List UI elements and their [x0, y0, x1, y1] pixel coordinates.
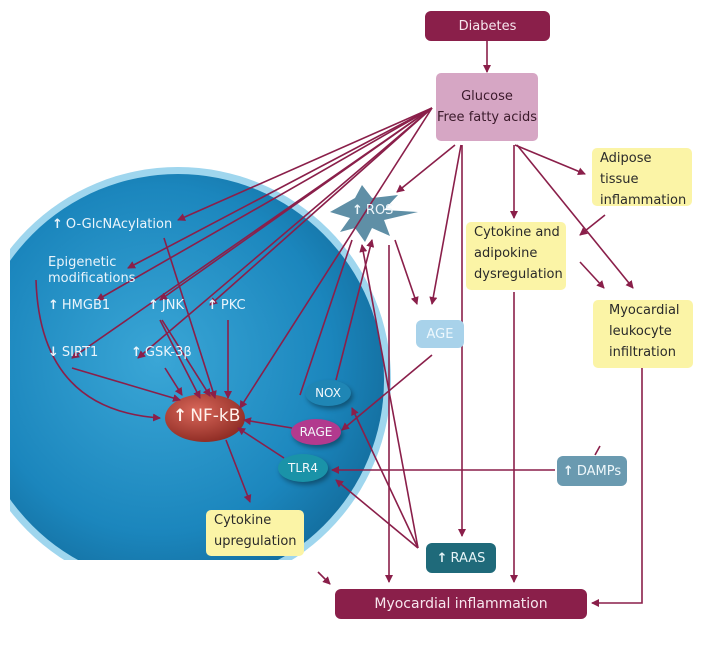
arrow-adipose-cytokine — [579, 214, 606, 236]
arrow-glucose-age — [429, 144, 462, 305]
arrow-rage-nfkb — [243, 417, 293, 429]
arrow-tlr4-nfkb — [237, 427, 285, 459]
sirt1-label: ↓SIRT1 — [48, 345, 99, 360]
increase-icon: ↑ — [173, 406, 188, 426]
age-label: AGE — [426, 326, 454, 342]
arrow-raas-ros — [359, 244, 419, 549]
glucose-ffa-box: Glucose Free fatty acids — [436, 73, 538, 141]
tlr4-receptor: TLR4 — [278, 454, 328, 482]
arrow-glucose-leukocyte — [516, 144, 634, 289]
arrow-cytokine-upreg-myocardial — [317, 571, 331, 585]
diabetes-box: Diabetes — [425, 11, 550, 41]
leukocyte-infiltration-box: Myocardial leukocyte infiltration — [593, 300, 693, 368]
arrow-to-sirt1 — [71, 107, 433, 359]
arrow-glucose-adipose — [514, 144, 586, 176]
pkc-label: ↑PKC — [207, 298, 246, 313]
arrow-hmgb1-nfkb — [159, 319, 201, 399]
arrow-jnk-nfkb — [161, 319, 211, 397]
arrow-cytokine-leukocyte — [579, 261, 605, 289]
decrease-icon: ↓ — [48, 345, 59, 360]
increase-icon: ↑ — [207, 298, 218, 313]
arrow-raas-tlr4 — [335, 479, 419, 549]
arrow-oglc-nfkb — [163, 237, 217, 399]
arrow-to-epigenetic — [127, 107, 433, 269]
arrow-to-pkc — [209, 107, 433, 306]
arrow-gsk3b-nfkb — [164, 367, 183, 396]
ros-star — [330, 185, 418, 242]
nfkb-shape — [165, 394, 245, 442]
increase-icon: ↑ — [148, 298, 159, 313]
arrow-sirt1-nfkb — [71, 367, 181, 402]
arrow-to-hmgb1 — [96, 107, 433, 301]
adipose-inflammation-box: Adipose tissue inflammation — [592, 148, 692, 208]
arrows — [35, 41, 643, 607]
jnk-label: ↑JNK — [148, 298, 184, 313]
diabetes-label: Diabetes — [458, 18, 517, 34]
arrow-to-o-glcnacylation — [177, 107, 433, 221]
myocardial-inflammation-box: Myocardial inflammation — [335, 589, 587, 619]
arrow-cell-ros — [299, 239, 353, 396]
hmgb1-label: ↑HMGB1 — [48, 298, 111, 313]
increase-icon: ↑ — [48, 298, 59, 313]
increase-icon: ↑ — [562, 463, 574, 479]
increase-icon: ↑ — [352, 203, 363, 218]
o-glcnacylation-label: ↑O-GlcNAcylation — [52, 217, 173, 232]
raas-box: ↑RAAS — [426, 543, 496, 573]
nox-receptor: NOX — [305, 380, 351, 406]
arrow-nfkb-cytokine-upreg — [225, 439, 252, 503]
epigenetic-label: Epigenetic modifications — [48, 255, 136, 286]
gsk3b-label: ↑GSK-3β — [131, 345, 192, 360]
cardiomyocyte-cell — [0, 167, 391, 593]
cytokine-upregulation-box: Cytokine upregulation — [206, 510, 304, 556]
ros-label: ↑ROS — [352, 203, 394, 218]
arrow-to-nfkb — [239, 107, 433, 409]
arrow-leukocyte-myocardial — [591, 368, 643, 607]
cell-body — [0, 174, 384, 586]
increase-icon: ↑ — [52, 217, 63, 232]
increase-icon: ↑ — [436, 550, 448, 566]
rage-receptor: RAGE — [291, 419, 341, 445]
age-box: AGE — [416, 320, 464, 348]
raas-label: RAAS — [450, 550, 486, 566]
arrow-to-gsk3b — [137, 107, 433, 359]
glucose-label: Glucose — [461, 89, 513, 104]
arrow-leuk-damps — [594, 445, 601, 456]
increase-icon: ↑ — [131, 345, 142, 360]
cytokine-adipokine-box: Cytokine and adipokine dysregulation — [466, 222, 566, 290]
arrow-raas-nox — [351, 407, 419, 549]
damps-label: DAMPs — [576, 463, 622, 479]
arrow-glucose-ros — [396, 144, 456, 193]
damps-box: ↑DAMPs — [557, 456, 627, 486]
free-fatty-acids-label: Free fatty acids — [436, 110, 538, 125]
myocardial-inflammation-label: Myocardial inflammation — [374, 595, 548, 612]
arrow-epigenetic-nfkb — [35, 279, 161, 422]
arrow-ros-age — [394, 239, 419, 305]
nfkb-label: ↑NF-kB — [173, 406, 241, 426]
